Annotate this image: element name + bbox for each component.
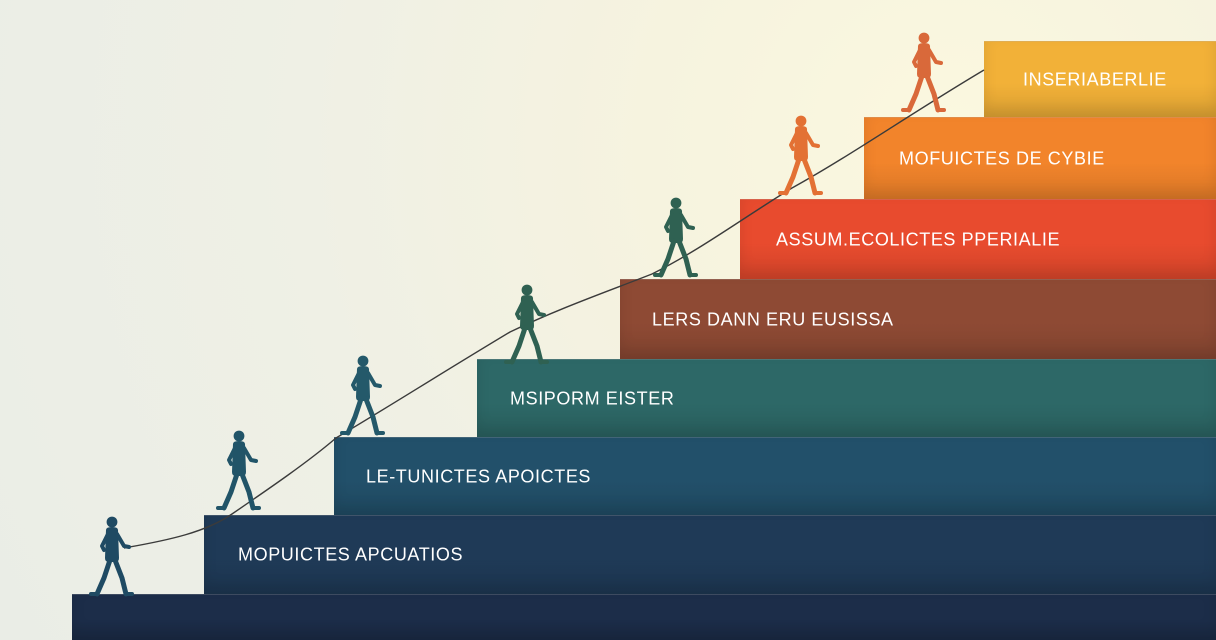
climber-7 bbox=[901, 32, 946, 113]
climber-6 bbox=[778, 115, 823, 196]
climber-5 bbox=[653, 197, 698, 278]
step-label-1: MOPUICTES APCUATIOS bbox=[238, 544, 464, 565]
step-2: LE-TUNICTES APOICTES bbox=[334, 437, 1216, 515]
step-0 bbox=[72, 594, 1216, 640]
step-label-5: ASSUM.ECOLICTES PPERIALIE bbox=[776, 229, 1061, 249]
step-label-2: LE-TUNICTES APOICTES bbox=[366, 466, 592, 486]
climber-3 bbox=[340, 355, 385, 436]
step-label-3: MSIPORM EISTER bbox=[510, 388, 675, 408]
step-label-7: INSERIABERLIE bbox=[1023, 69, 1167, 89]
step-1: MOPUICTES APCUATIOS bbox=[204, 515, 1216, 594]
step-7: INSERIABERLIE bbox=[984, 41, 1216, 117]
step-4: LERS DANN ERU EUSISSA bbox=[620, 279, 1216, 359]
climber-2 bbox=[216, 430, 261, 511]
step-label-6: MOFUICTES DE CYBIE bbox=[899, 148, 1105, 168]
climber-1 bbox=[89, 516, 134, 597]
rope-line bbox=[123, 69, 985, 549]
step-6: MOFUICTES DE CYBIE bbox=[864, 117, 1216, 199]
step-5: ASSUM.ECOLICTES PPERIALIE bbox=[740, 199, 1216, 279]
step-3: MSIPORM EISTER bbox=[477, 359, 1216, 437]
climber-4 bbox=[504, 284, 549, 365]
step-label-4: LERS DANN ERU EUSISSA bbox=[652, 309, 894, 329]
